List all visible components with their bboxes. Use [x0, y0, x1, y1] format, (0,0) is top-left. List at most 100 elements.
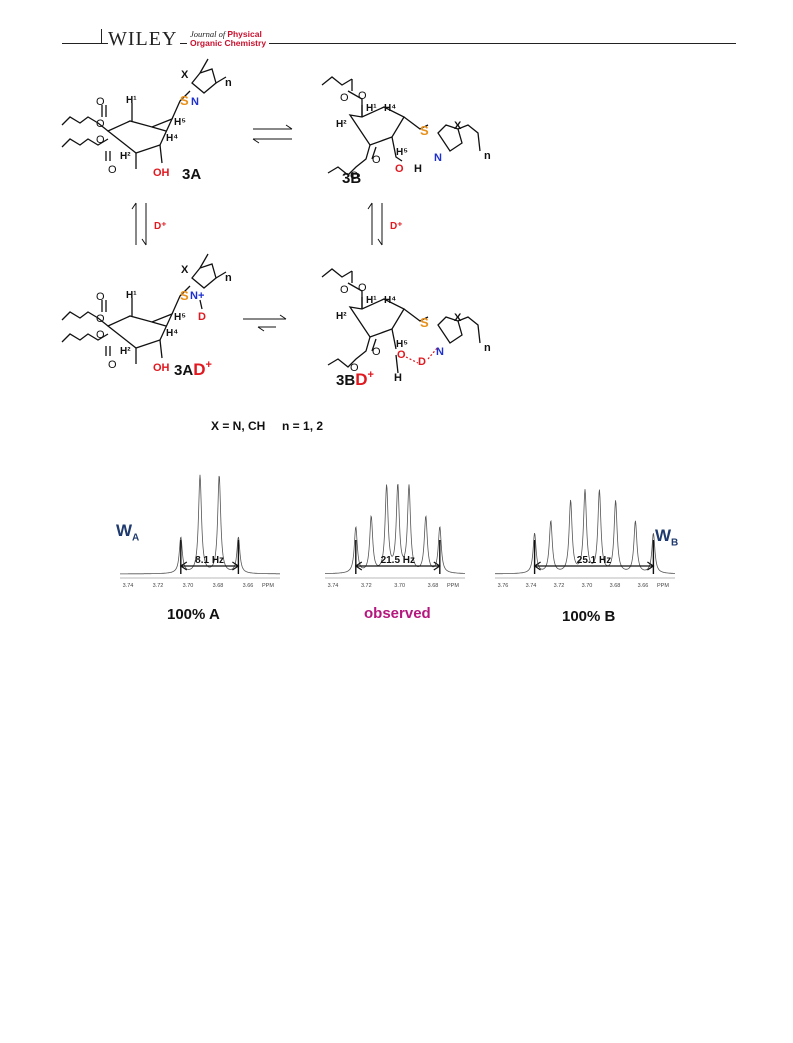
equilibrium-arrow-bottom — [243, 314, 287, 332]
atom-H2: H² — [336, 119, 347, 130]
caption-observed: observed — [364, 605, 431, 622]
atom-H2: H² — [120, 346, 131, 357]
w-a-label: WA — [116, 521, 140, 544]
atom-O: O — [96, 329, 105, 341]
atom-H5: H⁵ — [174, 117, 186, 128]
atom-D: D — [198, 311, 206, 323]
hydrogen-bond — [405, 346, 439, 364]
atom-N: N — [434, 152, 442, 164]
atom-H5: H⁵ — [396, 147, 408, 158]
structure-3B — [321, 76, 481, 176]
atom-n: n — [225, 77, 232, 89]
atom-O: O — [372, 346, 381, 358]
atom-O: O — [397, 349, 406, 361]
atom-X: X — [181, 69, 189, 81]
atom-H4: H⁴ — [384, 103, 396, 114]
atom-H2: H² — [120, 151, 131, 162]
coupling-label: 21.5 Hz — [381, 555, 415, 566]
equilibrium-arrow-top — [252, 124, 293, 144]
journal-logo: Journal of Physical Organic Chemistry — [187, 29, 270, 48]
structure-3A — [61, 58, 227, 169]
caption-100-b: 100% B — [562, 608, 616, 625]
atom-O: O — [108, 359, 117, 371]
ppm-tick-label: 3.72 — [554, 583, 565, 589]
reagent-right: D⁺ — [390, 221, 403, 232]
atom-S: S — [420, 315, 429, 330]
atom-H5: H⁵ — [396, 339, 408, 350]
atom-O: O — [340, 284, 349, 296]
atom-X: X — [454, 120, 462, 132]
structure-3BD — [321, 268, 481, 374]
atom-OH: OH — [153, 362, 170, 374]
ppm-tick-label: 3.72 — [361, 583, 372, 589]
atom-H: H — [394, 372, 402, 384]
atom-OH: OH — [153, 167, 170, 179]
compound-3AD: 3AD+ — [174, 359, 212, 379]
atom-O: O — [96, 313, 105, 325]
atom-O: O — [96, 96, 105, 108]
ppm-tick-label: 3.68 — [428, 583, 439, 589]
journal-prefix: Journal of — [190, 29, 226, 39]
ppm-tick-label: 3.74 — [526, 583, 537, 589]
header-tick — [101, 29, 102, 43]
compound-3B: 3B — [342, 170, 361, 187]
ppm-tick-label: 3.70 — [394, 583, 405, 589]
atom-H1: H¹ — [126, 95, 137, 106]
ppm-tick-label: 3.74 — [328, 583, 339, 589]
atom-D: D — [418, 356, 426, 368]
atom-S: S — [180, 288, 189, 303]
caption-100-a: 100% A — [167, 606, 220, 623]
atom-H4: H⁴ — [166, 133, 178, 144]
atom-H1: H¹ — [366, 103, 377, 114]
atom-H2: H² — [336, 311, 347, 322]
atom-O: O — [372, 154, 381, 166]
atom-H1: H¹ — [366, 295, 377, 306]
atom-S: S — [420, 123, 429, 138]
atom-n: n — [225, 272, 232, 284]
atom-N: N — [191, 96, 199, 108]
atom-N: N — [436, 346, 444, 358]
ppm-tick-label: 3.70 — [582, 583, 593, 589]
atom-O: O — [350, 170, 359, 182]
atom-O: O — [96, 118, 105, 130]
atom-n: n — [484, 150, 491, 162]
reaction-scheme: S X N n O O O O H¹ H² H⁴ H⁵ OH 3A O O O … — [61, 58, 491, 389]
atom-O: O — [108, 164, 117, 176]
ppm-tick-label: 3.66 — [243, 583, 254, 589]
ppm-tick-label: 3.68 — [610, 583, 621, 589]
atom-O: O — [350, 362, 359, 374]
ppm-unit: PPM — [262, 583, 274, 589]
compound-3BD: 3BD+ — [336, 369, 374, 389]
atom-O: O — [96, 291, 105, 303]
structure-3AD — [61, 253, 227, 364]
journal-physical: Physical — [227, 29, 262, 39]
atom-H4: H⁴ — [166, 328, 178, 339]
spectrum-curve — [120, 474, 280, 575]
atom-X: X — [454, 312, 462, 324]
atom-H5: H⁵ — [174, 312, 186, 323]
atom-H1: H¹ — [126, 290, 137, 301]
ppm-unit: PPM — [447, 583, 459, 589]
ppm-tick-label: 3.66 — [638, 583, 649, 589]
header-rule — [62, 43, 736, 44]
publisher-logo: WILEY — [108, 28, 181, 51]
equilibrium-arrow-right — [367, 202, 383, 246]
coupling-label: 8.1 Hz — [195, 555, 224, 566]
atom-H4: H⁴ — [384, 295, 396, 306]
atom-N-plus: N+ — [190, 290, 204, 302]
ppm-tick-label: 3.72 — [153, 583, 164, 589]
spectrum-curve — [495, 489, 675, 575]
atom-O: O — [340, 92, 349, 104]
atom-O: O — [358, 90, 367, 102]
variable-definitions: X = N, CH n = 1, 2 — [211, 419, 324, 433]
w-b-label: WB — [655, 526, 679, 549]
atom-O: O — [358, 282, 367, 294]
atom-S: S — [180, 93, 189, 108]
journal-line2: Organic Chemistry — [190, 38, 267, 48]
ppm-tick-label: 3.70 — [183, 583, 194, 589]
atom-n: n — [484, 342, 491, 354]
nmr-spectra: 3.74 3.72 3.70 3.68 3.66 PPM 8.1 Hz 3.74 3.72 3.7… — [120, 474, 675, 589]
atom-O: O — [96, 134, 105, 146]
